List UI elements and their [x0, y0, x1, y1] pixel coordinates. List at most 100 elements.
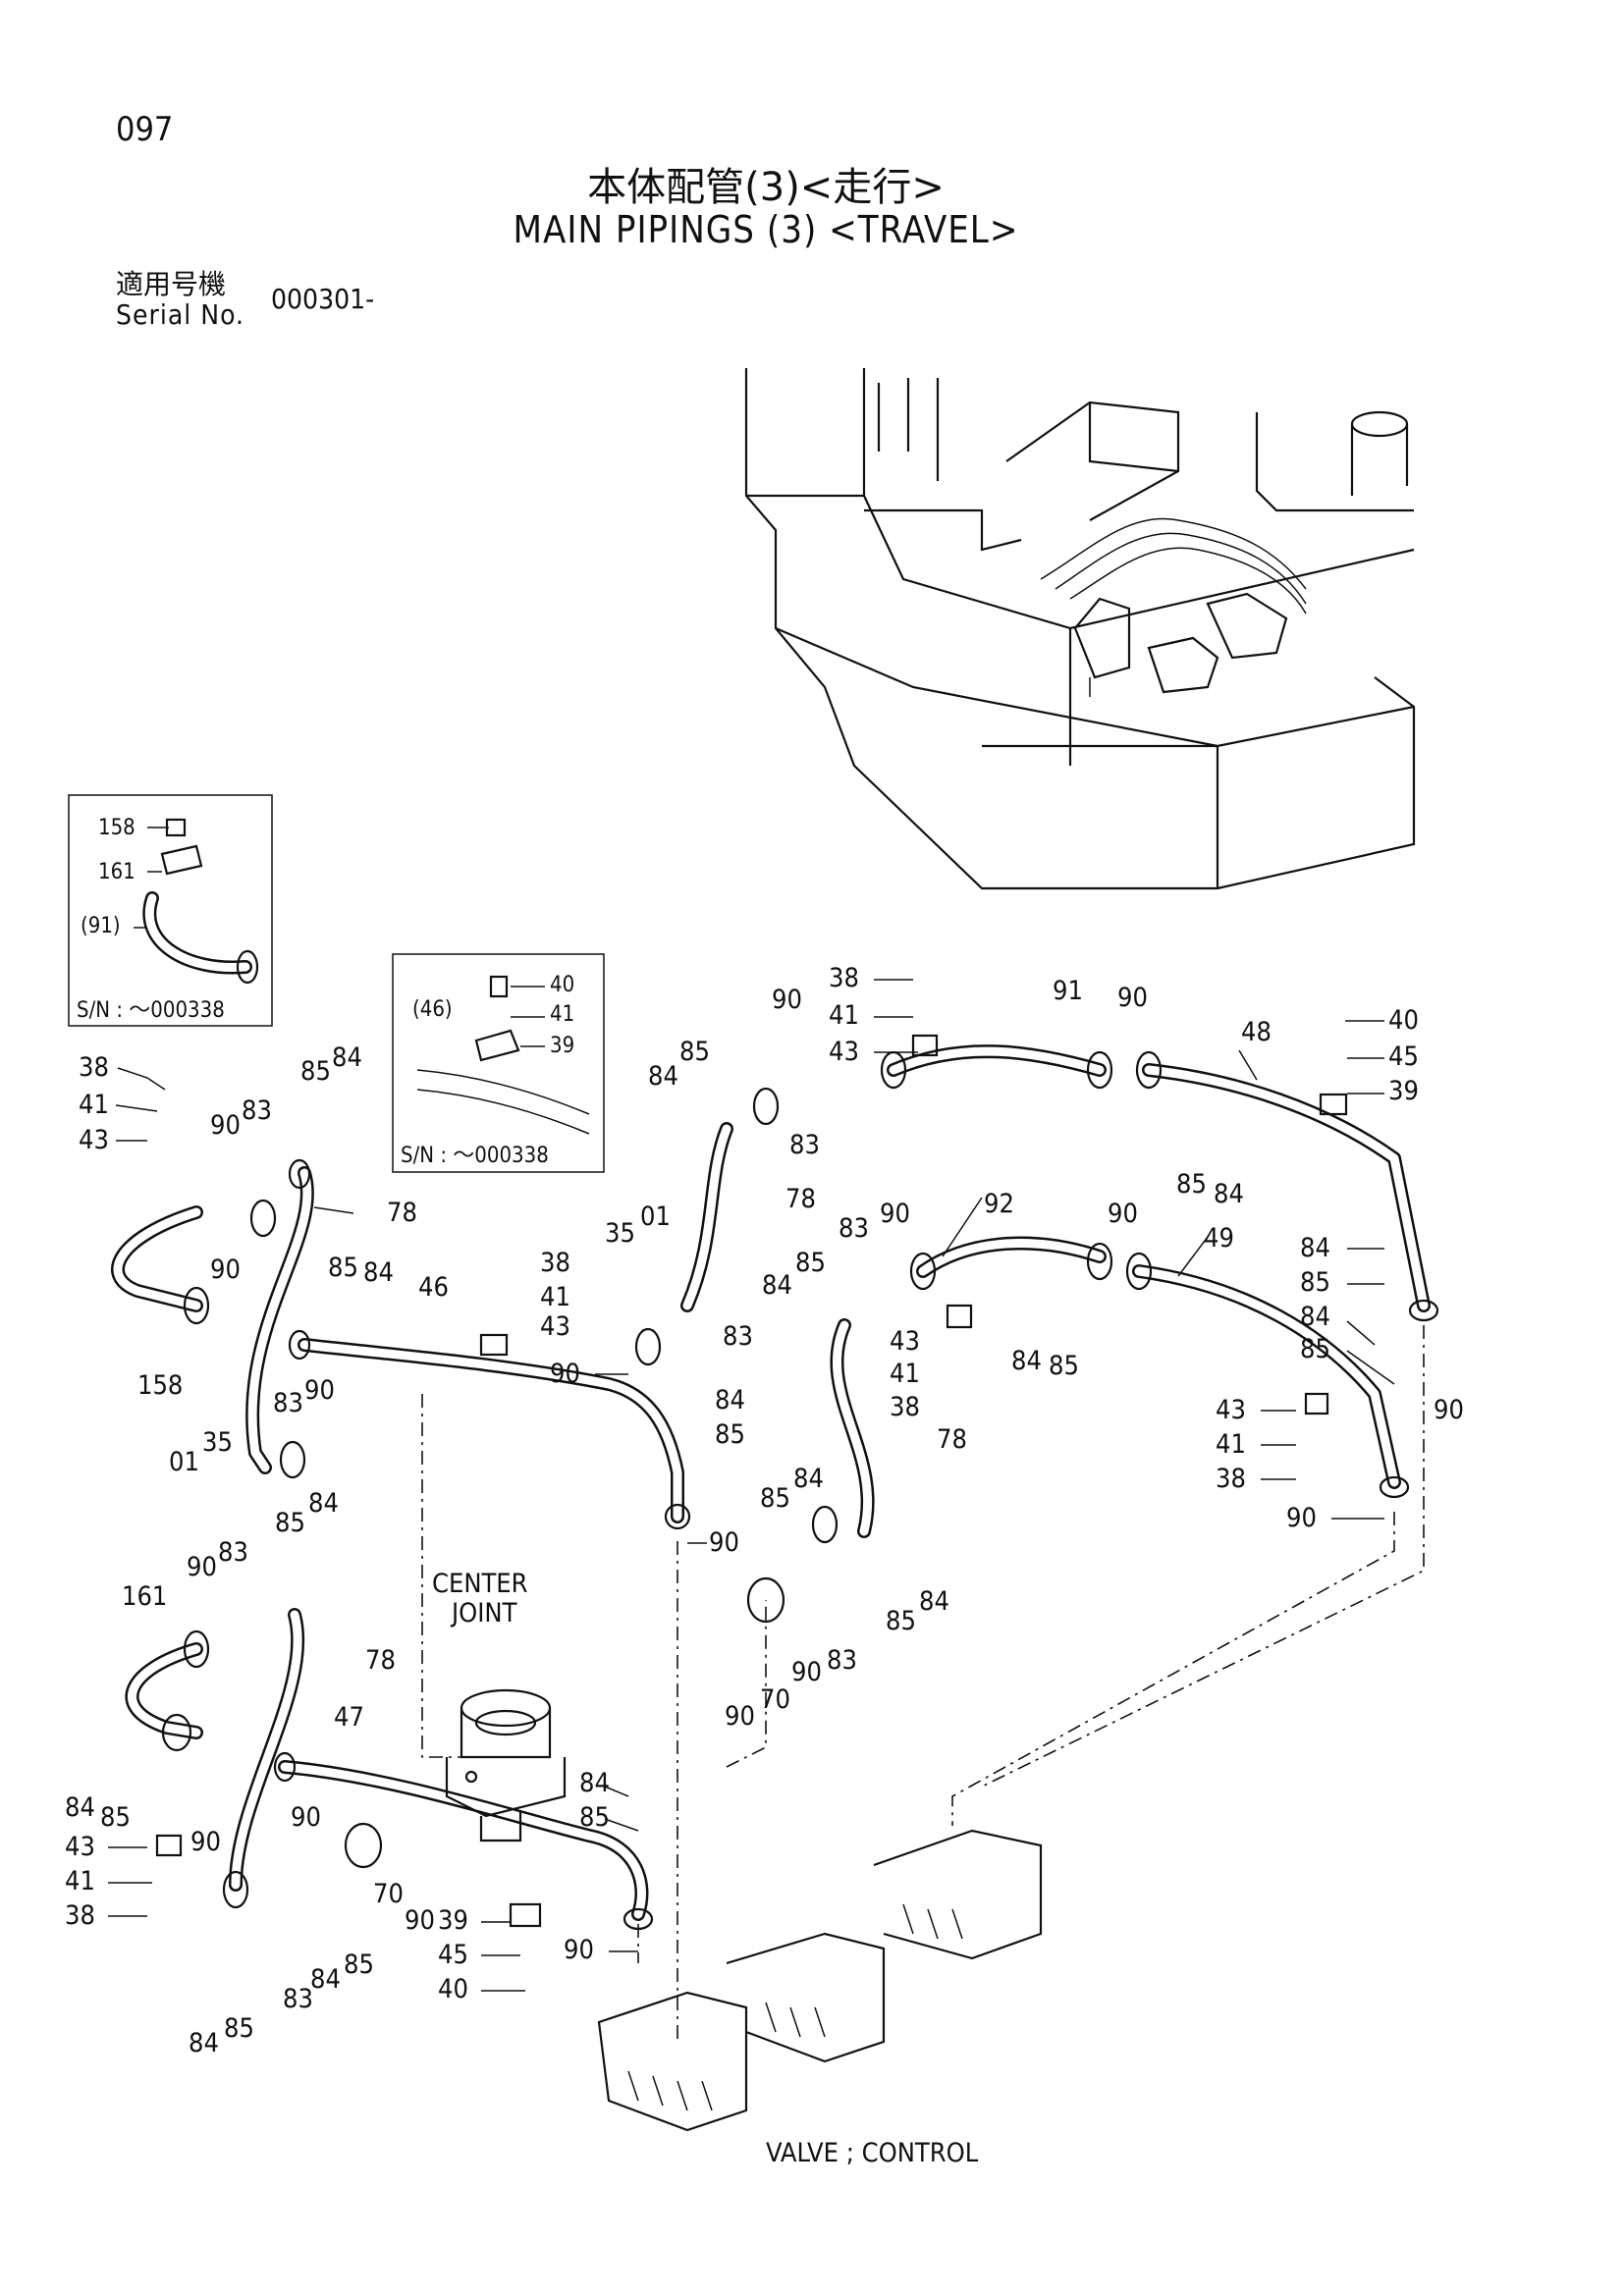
part-label: 41 [890, 1359, 920, 1389]
part-label: 01 [169, 1447, 199, 1477]
part-label: 85 [1300, 1267, 1330, 1298]
part-label: 38 [1216, 1464, 1246, 1494]
part-label: 90 [1286, 1503, 1317, 1533]
part-label: 83 [839, 1213, 869, 1244]
part-label: 90 [405, 1905, 435, 1936]
part-label: 83 [723, 1321, 753, 1352]
page-number: 097 [116, 110, 174, 149]
part-label: 41 [79, 1090, 109, 1120]
part-label: 161 [98, 860, 135, 884]
part-label: 39 [550, 1034, 574, 1058]
part-label: 92 [984, 1189, 1014, 1219]
part-label: 38 [829, 963, 859, 993]
part-label: 85 [715, 1419, 745, 1450]
control-valve-assembly [597, 1829, 1043, 2132]
part-label: 90 [725, 1701, 755, 1732]
pipe-lines [111, 1044, 1431, 1921]
serial-label: Serial No. [116, 298, 245, 331]
machine-overview-illustration [744, 368, 1416, 890]
part-label: 84 [762, 1270, 792, 1301]
part-label: 85 [344, 1949, 374, 1980]
part-label: 90 [210, 1110, 241, 1141]
part-label: 38 [540, 1248, 570, 1278]
part-label: 38 [79, 1052, 109, 1083]
part-label: 47 [334, 1702, 364, 1733]
part-label: 78 [365, 1645, 396, 1676]
center-joint-label: JOINT [450, 1598, 517, 1629]
part-label: 84 [919, 1586, 949, 1617]
part-label: 85 [795, 1248, 826, 1278]
part-label: 85 [275, 1508, 305, 1538]
part-label: 41 [540, 1282, 570, 1312]
part-label: 158 [98, 816, 135, 840]
serial-range-note: S/N : ～000338 [77, 998, 225, 1023]
part-label: 84 [1300, 1233, 1330, 1263]
part-label: 90 [190, 1827, 221, 1857]
part-label: 40 [438, 1974, 468, 2004]
part-label: 01 [640, 1201, 671, 1232]
part-label: 40 [1388, 1005, 1419, 1036]
part-label: 90 [709, 1527, 739, 1558]
part-label: 84 [310, 1964, 341, 1995]
center-joint-label: CENTER [432, 1569, 528, 1599]
part-label: 90 [1117, 983, 1148, 1013]
part-label: 90 [772, 985, 802, 1015]
serial-range-note: S/N : ～000338 [401, 1144, 549, 1168]
part-label: 83 [218, 1537, 248, 1568]
part-label: 70 [760, 1684, 790, 1715]
part-label: 85 [679, 1037, 710, 1067]
part-label: 85 [1176, 1169, 1207, 1200]
part-label: 85 [760, 1483, 790, 1514]
part-label: 84 [65, 1792, 95, 1823]
part-label: 41 [829, 1000, 859, 1031]
part-label: 84 [793, 1464, 824, 1494]
part-label: 40 [550, 973, 574, 997]
part-label: 78 [785, 1184, 816, 1214]
part-label: 41 [65, 1866, 95, 1896]
part-label: 91 [1053, 976, 1083, 1006]
part-callouts: 38 41 43 90 83 85 84 78 90 158 85 84 46 … [65, 963, 1464, 2058]
part-label: (46) [412, 997, 453, 1022]
part-label: 83 [789, 1130, 820, 1160]
part-label: 90 [564, 1935, 594, 1965]
part-label: 90 [291, 1802, 321, 1833]
part-label: 43 [540, 1311, 570, 1342]
part-label: 84 [1214, 1179, 1244, 1209]
part-label: 84 [1011, 1346, 1042, 1376]
part-label: 84 [332, 1042, 362, 1073]
part-label: 41 [1216, 1429, 1246, 1460]
part-label: 39 [1388, 1076, 1419, 1106]
part-label: 35 [202, 1427, 233, 1458]
part-label: 85 [579, 1802, 610, 1833]
part-label: 90 [304, 1375, 335, 1406]
part-label: 84 [648, 1061, 678, 1092]
part-label: (91) [81, 914, 121, 938]
part-label: 46 [418, 1272, 449, 1303]
part-label: 84 [1300, 1302, 1330, 1332]
part-label: 43 [890, 1326, 920, 1357]
part-label: 85 [1300, 1334, 1330, 1364]
page-title-japanese: 本体配管(3)<走行> [587, 165, 945, 210]
part-label: 90 [187, 1552, 217, 1582]
part-label: 70 [373, 1879, 404, 1909]
part-label: 84 [579, 1768, 610, 1798]
part-label: 38 [65, 1900, 95, 1931]
part-label: 84 [363, 1257, 394, 1288]
part-label: 85 [300, 1056, 331, 1087]
part-label: 43 [829, 1037, 859, 1067]
part-label: 45 [438, 1940, 468, 1970]
part-label: 48 [1241, 1017, 1272, 1047]
part-label: 78 [387, 1198, 417, 1228]
part-label: 90 [791, 1657, 822, 1687]
part-label: 35 [605, 1218, 635, 1249]
part-label: 83 [283, 1984, 313, 2014]
part-label: 45 [1388, 1041, 1419, 1072]
part-label: 90 [210, 1255, 241, 1285]
part-label: 85 [1049, 1351, 1079, 1381]
part-label: 78 [937, 1424, 967, 1455]
part-label: 83 [827, 1645, 857, 1676]
part-label: 38 [890, 1392, 920, 1422]
part-label: 85 [224, 2013, 254, 2044]
part-label: 43 [65, 1832, 95, 1862]
